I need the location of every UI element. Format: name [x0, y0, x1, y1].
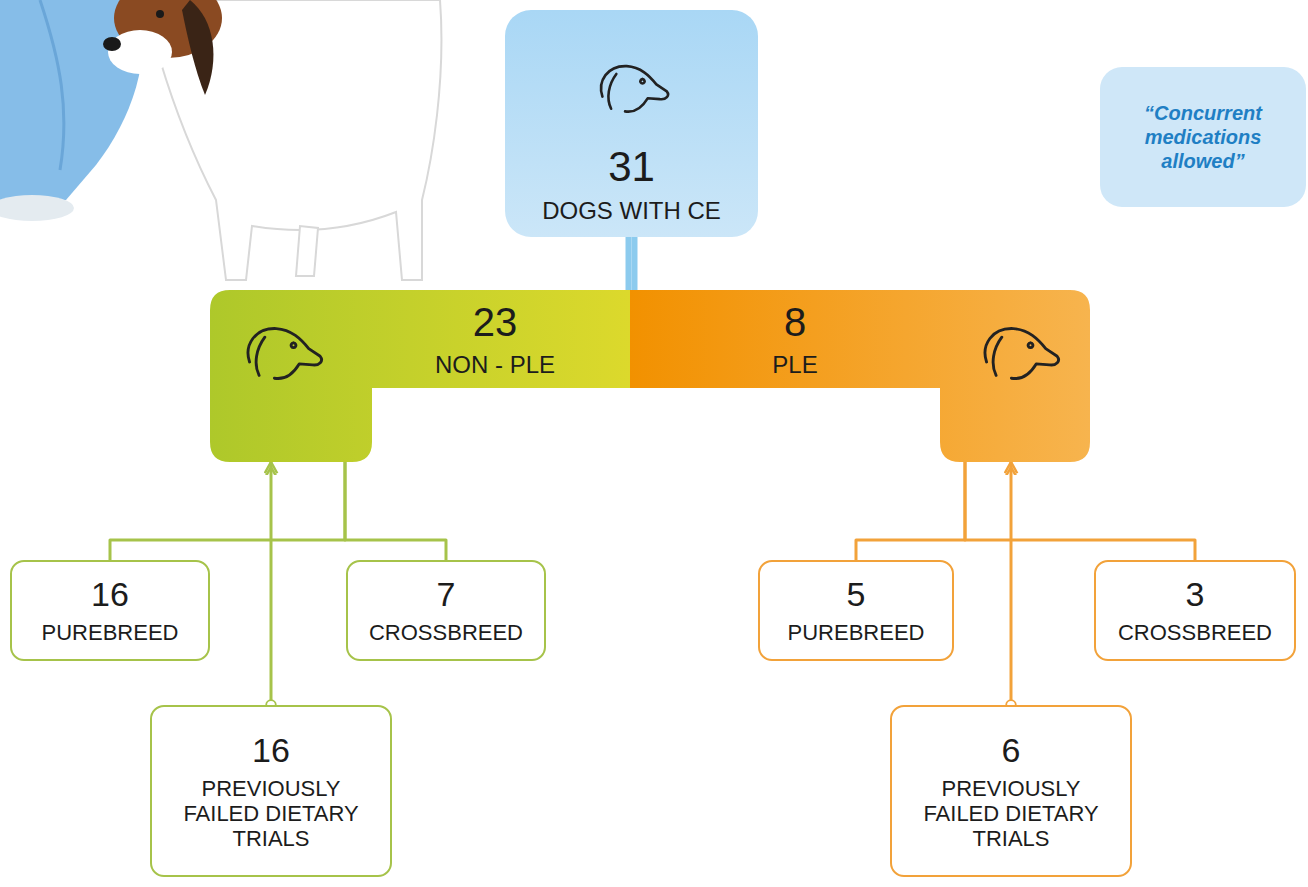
dog-eye: [156, 10, 164, 18]
count-number: 5: [847, 575, 866, 614]
band-fill: [210, 290, 630, 462]
count-number: 23: [473, 299, 518, 345]
band-text: 8PLE: [650, 296, 940, 382]
count-number: 7: [437, 575, 456, 614]
band-shape: [630, 290, 1090, 462]
connector: [345, 462, 446, 560]
count-box: 5PUREBREED: [758, 560, 954, 661]
dog-head-outline: [248, 329, 321, 379]
count-number: 31: [608, 143, 655, 191]
dog-muzzle: [108, 30, 172, 74]
count-label: DOGS WITH CE: [542, 197, 721, 225]
count-label: PLE: [772, 351, 817, 379]
dog-head-icon: [238, 320, 326, 383]
connector: [110, 462, 345, 560]
dog-ear: [182, 0, 213, 95]
count-label: PUREBREED: [788, 620, 925, 645]
note-callout: “Concurrent medications allowed”: [1100, 67, 1306, 207]
dog-head-outline: [985, 329, 1058, 379]
count-number: 3: [1186, 575, 1205, 614]
count-box: 16PUREBREED: [10, 560, 210, 661]
count-label: PREVIOUSLY FAILED DIETARY TRIALS: [162, 776, 380, 852]
count-label: PUREBREED: [42, 620, 179, 645]
count-label: PREVIOUSLY FAILED DIETARY TRIALS: [902, 776, 1120, 852]
count-number: 16: [252, 731, 290, 770]
dog-body: [150, 0, 441, 280]
dog-head-icon: [592, 58, 672, 116]
count-box: 3CROSSBREED: [1094, 560, 1296, 661]
band-shape: [210, 290, 630, 462]
dog-leg: [296, 226, 318, 276]
connector: [632, 237, 638, 290]
count-box: 6PREVIOUSLY FAILED DIETARY TRIALS: [890, 705, 1132, 877]
count-label: NON - PLE: [435, 351, 555, 379]
dog-head-icon: [975, 320, 1063, 383]
dog-nose: [103, 37, 121, 51]
count-number: 6: [1002, 731, 1021, 770]
note-text: “Concurrent medications allowed”: [1116, 101, 1290, 173]
total-box: 31DOGS WITH CE: [505, 10, 758, 237]
group-band: 8PLE: [630, 290, 1090, 462]
dog-head-outline: [601, 66, 668, 112]
count-box: 7CROSSBREED: [346, 560, 546, 661]
band-text: 23NON - PLE: [360, 296, 630, 382]
connector: [626, 237, 632, 290]
vet-scrubs-fold: [40, 0, 64, 170]
group-band: 23NON - PLE: [210, 290, 630, 462]
count-box: 16PREVIOUSLY FAILED DIETARY TRIALS: [150, 705, 392, 877]
count-label: CROSSBREED: [369, 620, 523, 645]
connector: [270, 462, 273, 705]
count-number: 8: [784, 299, 806, 345]
count-number: 16: [91, 575, 129, 614]
vet-shoe: [0, 195, 74, 221]
connector: [856, 462, 965, 560]
connector: [965, 462, 1195, 560]
connector: [1010, 462, 1013, 705]
band-fill: [630, 290, 1090, 462]
count-label: CROSSBREED: [1118, 620, 1272, 645]
